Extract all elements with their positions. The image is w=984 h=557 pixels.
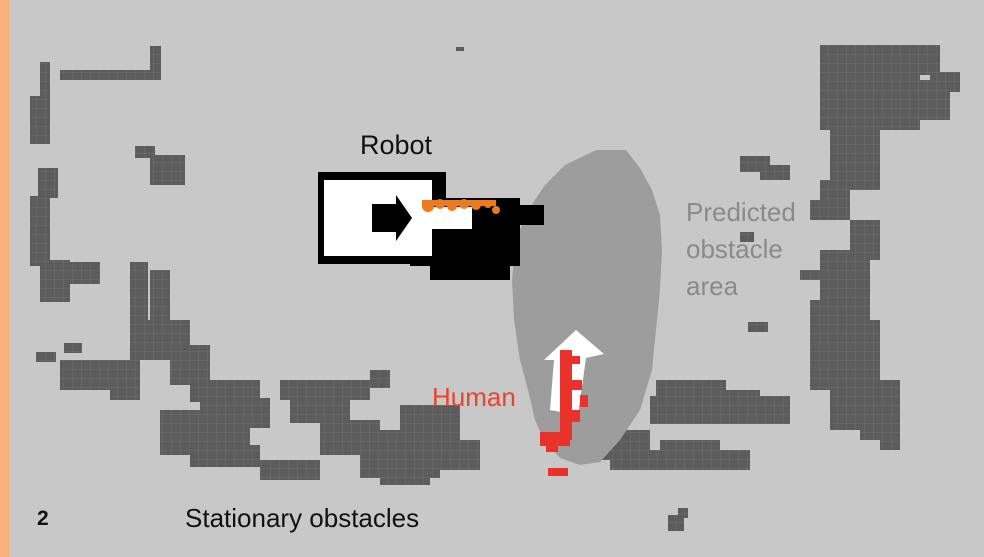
accent-strip [0,0,9,557]
motion-arrow-icon [544,330,604,415]
predicted-label-line: Predicted [686,197,796,227]
predicted-obstacle-area [512,150,662,465]
stationary-obstacles [30,45,960,531]
predicted-label-line: obstacle [686,234,783,264]
predicted-label-line: area [686,271,739,301]
human-label: Human [432,382,516,412]
robot-footprint-icon [318,172,544,280]
human-detections [540,350,588,476]
stationary-obstacles-label: Stationary obstacles [185,503,420,533]
heading-arrow-icon [372,195,412,241]
robot-label: Robot [360,130,433,160]
predicted-area-label: Predicted obstacle area [686,194,796,305]
robot-path [422,199,500,214]
figure-number: 2 [37,507,49,530]
